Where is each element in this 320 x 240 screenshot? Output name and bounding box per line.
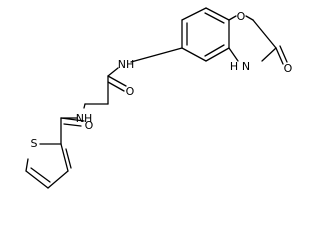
bond [228,47,239,62]
bond [83,103,86,109]
bond [130,47,183,63]
bond [30,167,51,183]
bond [107,81,125,92]
bond [205,7,230,21]
bond [275,47,284,65]
bond [60,143,69,172]
bond [25,170,49,189]
atom-label-s-thiophene: S [31,137,38,150]
atom-label-h-lactam: H [230,60,238,73]
bond [279,45,288,63]
atom-label-o-thiophene-amide: O [85,119,94,132]
bonds [25,7,288,189]
bond [25,158,29,172]
bond [261,47,277,62]
bond [204,44,225,57]
atom-label-nh-mid: NH [76,112,93,125]
bond [60,117,85,122]
atom-label-n-lactam: N [242,60,250,73]
atom-label-nh-amide-top: NH [118,58,135,71]
bond [245,15,254,21]
molecule-structure-canvas: O NH H N O O NH O S [25,7,293,189]
bond [204,12,225,24]
bond [47,170,69,189]
atom-label-o-lactam: O [284,62,293,75]
bond [107,67,119,77]
bond [252,19,277,49]
bond [65,148,72,169]
bond [205,47,230,62]
atom-labels: O NH H N O O NH O S [31,10,293,150]
atom-label-o-ring: O [237,10,246,23]
bond [181,47,207,62]
atom-label-o-glycine: O [126,85,135,98]
bond [63,123,82,127]
bond [228,15,237,21]
bond [107,75,127,87]
bond [181,7,207,21]
